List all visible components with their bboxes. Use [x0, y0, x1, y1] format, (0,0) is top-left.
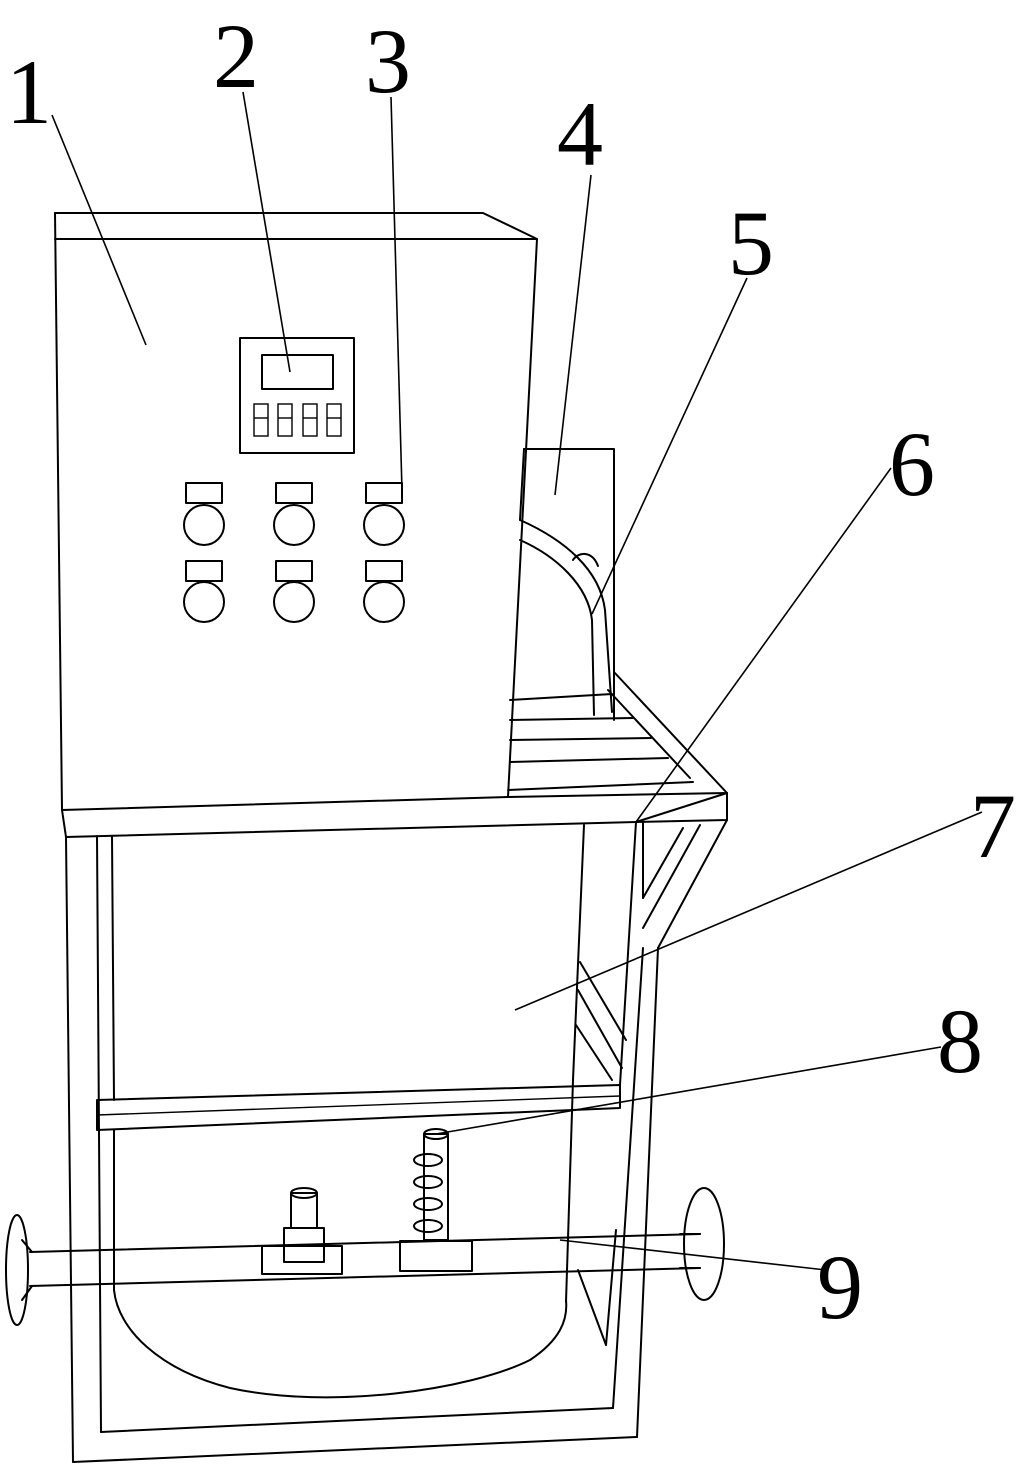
dosing-tank	[519, 448, 615, 721]
callout-labels: 1 2 3 4 5 6 7 8 9	[6, 5, 1016, 1338]
knob	[183, 560, 225, 623]
knob	[363, 560, 405, 623]
knob	[273, 560, 315, 623]
knob	[273, 482, 315, 546]
leader-lines	[51, 91, 983, 1271]
knob	[183, 482, 225, 546]
control-cabinet	[54, 212, 538, 811]
callout-8: 8	[937, 990, 983, 1092]
support-shelf	[61, 671, 728, 949]
delivery-hose	[519, 519, 613, 716]
callout-7: 7	[970, 775, 1016, 877]
callout-3: 3	[365, 10, 411, 112]
knob	[363, 482, 405, 546]
main-frame	[65, 821, 659, 1463]
callout-5: 5	[728, 192, 774, 294]
callout-9: 9	[817, 1236, 863, 1338]
stirrer-spring	[413, 1128, 449, 1241]
transverse-pipe	[5, 1187, 725, 1326]
control-knobs	[183, 482, 405, 623]
controller-panel	[239, 337, 355, 454]
callout-2: 2	[213, 5, 259, 107]
callout-4: 4	[557, 83, 603, 185]
callout-6: 6	[889, 413, 935, 515]
callout-1: 1	[6, 41, 52, 143]
